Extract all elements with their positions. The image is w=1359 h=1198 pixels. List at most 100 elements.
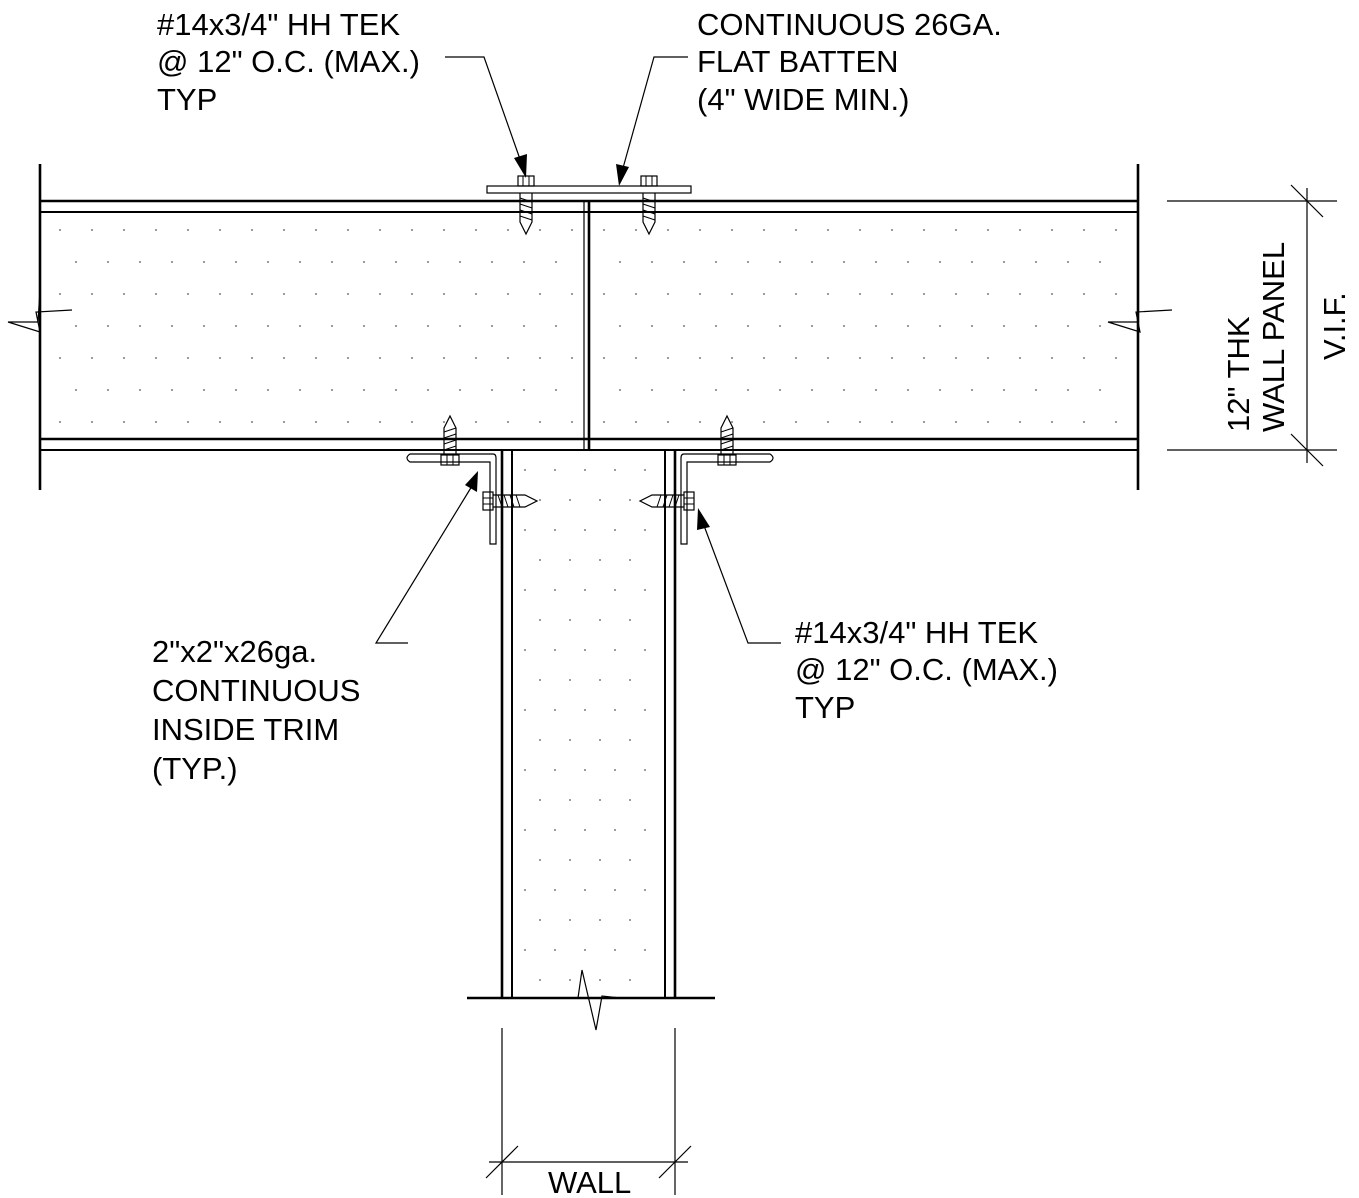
insulation-dot xyxy=(524,649,526,651)
insulation-dot xyxy=(524,469,526,471)
insulation-dot xyxy=(584,649,586,651)
insulation-dot xyxy=(1083,293,1085,295)
insulation-dot xyxy=(1067,261,1069,263)
insulation-dot xyxy=(731,293,733,295)
insulation-dot xyxy=(379,229,381,231)
insulation-dot xyxy=(603,229,605,231)
right-break-line xyxy=(1107,290,1173,333)
insulation-dot xyxy=(955,357,957,359)
insulation-dot xyxy=(123,421,125,423)
insulation-dot xyxy=(315,357,317,359)
insulation-dot xyxy=(1019,357,1021,359)
insulation-dot xyxy=(443,229,445,231)
top-screw-callout-line-1: #14x3/4" HH TEK xyxy=(157,7,400,42)
insulation-dot xyxy=(907,261,909,263)
insulation-dot xyxy=(1115,293,1117,295)
insulation-dot xyxy=(75,325,77,327)
insulation-dot xyxy=(1115,229,1117,231)
insulation-dot xyxy=(555,389,557,391)
insulation-dot xyxy=(139,261,141,263)
insulation-dot xyxy=(811,261,813,263)
insulation-dot xyxy=(491,261,493,263)
insulation-dot xyxy=(629,859,631,861)
insulation-dot xyxy=(123,229,125,231)
insulation-dot xyxy=(651,389,653,391)
insulation-dot xyxy=(599,979,601,981)
insulation-dot xyxy=(859,229,861,231)
insulation-dot xyxy=(395,325,397,327)
insulation-dot xyxy=(584,769,586,771)
insulation-dot xyxy=(59,421,61,423)
insulation-dot xyxy=(554,829,556,831)
insulation-dot xyxy=(507,293,509,295)
insulation-dot xyxy=(283,357,285,359)
insulation-dot xyxy=(491,389,493,391)
flat-batten xyxy=(486,185,692,194)
top-screw-left xyxy=(517,175,535,236)
insulation-dot xyxy=(395,261,397,263)
insulation-dot xyxy=(891,229,893,231)
insulation-dot xyxy=(1019,421,1021,423)
insulation-dot xyxy=(584,589,586,591)
insulation-dot xyxy=(644,829,646,831)
insulation-dot xyxy=(507,229,509,231)
insulation-dot xyxy=(1019,293,1021,295)
insulation-dot xyxy=(187,293,189,295)
insulation-dot xyxy=(955,293,957,295)
insulation-dot xyxy=(971,389,973,391)
insulation-dot xyxy=(59,229,61,231)
insulation-dot xyxy=(569,919,571,921)
insulation-dot xyxy=(554,709,556,711)
insulation-dot xyxy=(635,229,637,231)
insulation-dot xyxy=(251,229,253,231)
insulation-dot xyxy=(779,389,781,391)
insulation-dot xyxy=(614,889,616,891)
insulation-dot xyxy=(235,325,237,327)
insulation-dot xyxy=(644,769,646,771)
trim-screw-right-top xyxy=(717,414,737,466)
insulation-dot xyxy=(571,421,573,423)
insulation-dot xyxy=(891,357,893,359)
insulation-dot xyxy=(731,421,733,423)
insulation-dot xyxy=(411,229,413,231)
insulation-dot xyxy=(347,293,349,295)
insulation-dot xyxy=(1035,325,1037,327)
side-screw-callout-line-3: TYP xyxy=(795,690,855,725)
insulation-dot xyxy=(763,357,765,359)
insulation-dot xyxy=(779,325,781,327)
insulation-dot xyxy=(629,499,631,501)
insulation-dot xyxy=(795,421,797,423)
insulation-dot xyxy=(91,229,93,231)
insulation-dot xyxy=(629,919,631,921)
insulation-dot xyxy=(315,293,317,295)
insulation-dot xyxy=(459,325,461,327)
insulation-dot xyxy=(1067,325,1069,327)
insulation-dot xyxy=(171,325,173,327)
insulation-dot xyxy=(827,421,829,423)
insulation-dot xyxy=(923,229,925,231)
insulation-dot xyxy=(599,739,601,741)
insulation-dot xyxy=(59,293,61,295)
insulation-dot xyxy=(267,261,269,263)
insulation-dot xyxy=(524,769,526,771)
insulation-dot xyxy=(644,469,646,471)
trim-screw-right-side xyxy=(638,491,695,511)
insulation-dot xyxy=(629,739,631,741)
insulation-dot xyxy=(619,261,621,263)
insulation-dot xyxy=(187,229,189,231)
insulation-dot xyxy=(843,389,845,391)
insulation-dot xyxy=(1067,389,1069,391)
insulation-dot xyxy=(614,649,616,651)
batten-callout-line-1: CONTINUOUS 26GA. xyxy=(697,7,1002,42)
insulation-dot xyxy=(554,949,556,951)
insulation-dot xyxy=(155,421,157,423)
insulation-dot xyxy=(59,357,61,359)
insulation-dot xyxy=(599,799,601,801)
insulation-dot xyxy=(363,389,365,391)
insulation-dot xyxy=(1083,421,1085,423)
insulation-dot xyxy=(644,949,646,951)
insulation-dot xyxy=(1051,293,1053,295)
insulation-dot xyxy=(987,357,989,359)
insulation-dot xyxy=(955,421,957,423)
